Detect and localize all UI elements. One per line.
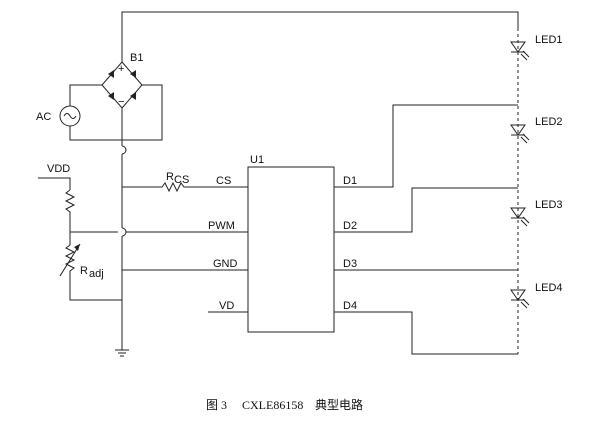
led4-label: LED4 <box>535 282 563 294</box>
vdd-resistor <box>64 189 76 232</box>
bridge-minus-label: − <box>118 96 124 108</box>
pin-cs-label: CS <box>216 175 231 187</box>
pin-vd-label: VD <box>219 300 234 312</box>
wire-jump-1 <box>121 145 127 155</box>
pin-gnd-label: GND <box>213 258 238 270</box>
caption-title: 典型电路 <box>315 397 363 412</box>
bridge-label: B1 <box>130 52 143 64</box>
rcs-label: R <box>166 171 174 183</box>
top-rail-wire <box>121 11 519 62</box>
adjustable-resistor <box>64 232 122 301</box>
led1-symbol <box>510 41 530 61</box>
led4-symbol <box>510 289 530 309</box>
radj-label: R <box>80 265 88 277</box>
wire-jump-2 <box>121 227 127 237</box>
rcs-subscript: CS <box>174 174 189 186</box>
ac-label: AC <box>36 111 51 123</box>
pin-d4-label: D4 <box>343 300 357 312</box>
ac-wire-bottom <box>69 84 163 141</box>
ic-label: U1 <box>250 154 264 166</box>
d1-wire <box>334 104 518 188</box>
caption-figure-number: 图 3 <box>206 398 227 412</box>
bridge-plus-label: + <box>118 63 124 75</box>
radj-subscript: adj <box>89 268 104 280</box>
d4-wire <box>334 311 518 355</box>
led3-symbol <box>510 207 530 227</box>
led2-symbol <box>510 124 530 144</box>
pin-d3-label: D3 <box>343 258 357 270</box>
ic-u1 <box>247 166 335 333</box>
rcs-resistor <box>122 181 248 193</box>
caption-part-number: CXLE86158 <box>242 398 303 412</box>
ac-wire-top <box>69 84 102 106</box>
ground-symbol <box>115 349 129 357</box>
led1-label: LED1 <box>535 34 563 46</box>
pin-d2-label: D2 <box>343 220 357 232</box>
d2-wire <box>334 187 518 233</box>
led3-label: LED3 <box>535 199 563 211</box>
led2-label: LED2 <box>535 116 563 128</box>
pin-d1-label: D1 <box>343 175 357 187</box>
vdd-label: VDD <box>47 163 70 175</box>
pin-pwm-label: PWM <box>208 220 235 232</box>
vdd-wire <box>38 177 71 190</box>
ac-source <box>59 105 81 127</box>
